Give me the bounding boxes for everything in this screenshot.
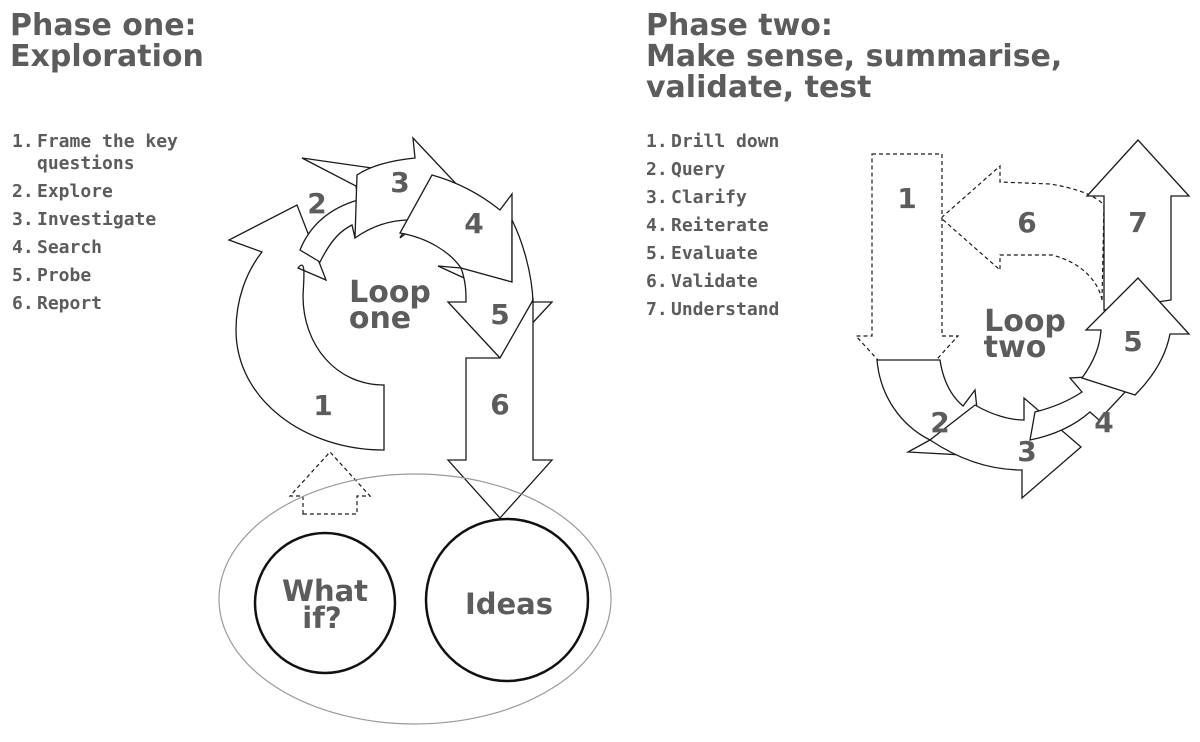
ideas-circle	[424, 517, 590, 683]
step-text: Search	[37, 237, 103, 258]
phase-two-step: 5.Evaluate	[646, 240, 846, 268]
phase-one-step-list: 1.Frame the key questions 2.Explore 3.In…	[12, 128, 232, 318]
phase-one-step: 4.Search	[12, 234, 232, 262]
step-text: Evaluate	[671, 243, 758, 264]
step-text: Reiterate	[671, 215, 769, 236]
step-text: Explore	[37, 181, 113, 202]
loop-two-number-6: 6	[1017, 206, 1036, 239]
loop-one-number-2: 2	[307, 187, 326, 220]
loop-two-label-line-1: Loop	[984, 304, 1066, 339]
step-number: 3.	[12, 209, 34, 230]
step-number: 1.	[646, 131, 668, 152]
step-text: Understand	[671, 299, 780, 320]
loop-one-arrow-3	[354, 136, 463, 240]
loop-one-arrow-2	[299, 157, 373, 263]
loop-one-number-4: 4	[464, 207, 483, 240]
step-text: Query	[671, 159, 726, 180]
phase-two-title-line-2: Make sense, summarise,	[646, 39, 1063, 74]
loop-two-number-4: 4	[1094, 406, 1113, 439]
step-number: 5.	[646, 243, 668, 264]
loop-two-number-1: 1	[897, 182, 916, 215]
phase-one-step: 3.Investigate	[12, 206, 232, 234]
step-number: 6.	[646, 271, 668, 292]
what-if-label-line-1: What	[282, 574, 368, 608]
step-number: 2.	[12, 181, 34, 202]
step-text: Investigate	[37, 209, 157, 230]
phase-two-step: 7.Understand	[646, 296, 846, 324]
step-text: Report	[37, 293, 103, 314]
phase-two-title-line-3: validate, test	[646, 70, 872, 105]
loop-two-arrow-1	[854, 153, 960, 393]
ideas-label: Ideas	[465, 587, 553, 621]
loop-two-diagram: Loop two 1 2 3 4 5 6 7	[854, 139, 1191, 500]
phase-one-title: Phase one: Exploration	[10, 10, 204, 72]
step-number: 4.	[12, 237, 34, 258]
phase-two-step: 6.Validate	[646, 268, 846, 296]
loop-two-number-5: 5	[1123, 325, 1142, 358]
phase-two-step: 1.Drill down	[646, 128, 846, 156]
loop-one-arrow-1	[227, 204, 385, 451]
loop-two-number-7: 7	[1128, 206, 1147, 239]
phase-two-step-list: 1.Drill down 2.Query 3.Clarify 4.Reitera…	[646, 128, 846, 324]
step-number: 1.	[12, 131, 34, 152]
phase-one-step: 6.Report	[12, 290, 232, 318]
phase-two-title: Phase two: Make sense, summarise, valida…	[646, 10, 1062, 103]
what-if-label-line-2: if?	[302, 601, 341, 635]
loop-one-number-3: 3	[390, 166, 409, 199]
phase-one-title-line-2: Exploration	[10, 39, 204, 74]
step-number: 2.	[646, 159, 668, 180]
loop-two-arrow-7	[1085, 139, 1191, 311]
step-text: Probe	[37, 265, 92, 286]
loop-one-number-5: 5	[490, 298, 509, 331]
phase-one-title-line-1: Phase one:	[10, 8, 197, 43]
loop-two-arrow-5	[1080, 277, 1191, 396]
step-number: 3.	[646, 187, 668, 208]
phase-one-step: 2.Explore	[12, 178, 232, 206]
loop-one-label-line-2: one	[349, 301, 411, 336]
phase-two-step: 3.Clarify	[646, 184, 846, 212]
phase-two-step: 4.Reiterate	[646, 212, 846, 240]
loop-two-label-line-2: two	[984, 330, 1047, 365]
phase-one-step: 5.Probe	[12, 262, 232, 290]
phase-one-step: 1.Frame the key questions	[12, 128, 232, 178]
loop-one-arrow-6	[446, 297, 554, 519]
loop-one-number-1: 1	[313, 389, 332, 422]
loop-one-diagram: Loop one 1 2 3 4 5 6 What if? Ideas	[218, 136, 612, 725]
loop-one-number-6: 6	[490, 388, 509, 421]
loop-two-number-2: 2	[930, 406, 949, 439]
what-if-circle	[253, 531, 397, 675]
output-ellipse	[218, 473, 612, 725]
step-text: Validate	[671, 271, 758, 292]
what-if-dashed-arrow	[288, 451, 372, 515]
loop-two-arrow-6	[940, 164, 1105, 301]
step-number: 7.	[646, 299, 668, 320]
step-number: 4.	[646, 215, 668, 236]
phase-two-step: 2.Query	[646, 156, 846, 184]
step-number: 5.	[12, 265, 34, 286]
step-text: Drill down	[671, 131, 780, 152]
step-text: Frame the key questions	[37, 131, 178, 174]
step-text: Clarify	[671, 187, 747, 208]
loop-one-label-line-1: Loop	[349, 275, 431, 310]
step-number: 6.	[12, 293, 34, 314]
phase-two-title-line-1: Phase two:	[646, 8, 833, 43]
loop-two-number-3: 3	[1017, 435, 1036, 468]
